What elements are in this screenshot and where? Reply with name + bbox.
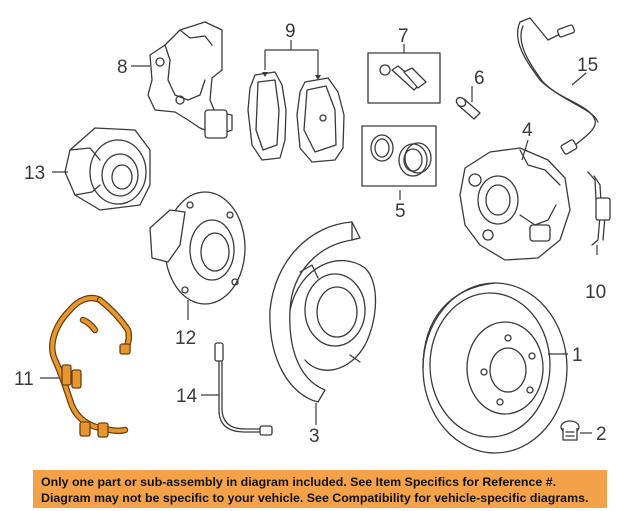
- dust-shield-part: [269, 221, 377, 403]
- callout-7: 7: [398, 26, 409, 47]
- brake-pads-part: [247, 71, 345, 163]
- callout-4: 4: [522, 120, 533, 141]
- highlighted-wear-sensor-part: [49, 294, 133, 438]
- disclaimer-line-1: Only one part or sub-assembly in diagram…: [41, 475, 557, 489]
- callout-5: 5: [395, 201, 406, 222]
- wheel-hub-part: [149, 191, 246, 305]
- callout-14: 14: [176, 386, 198, 407]
- brake-rotor-part: [422, 282, 568, 454]
- callout-1: 1: [572, 345, 583, 366]
- guide-pin-kit-part: [367, 52, 441, 104]
- seal-kit-part: [361, 125, 437, 187]
- callout-3: 3: [309, 426, 320, 447]
- leader-lines: [40, 40, 598, 434]
- anti-rattle-clip-part: [587, 171, 611, 246]
- disclaimer-line-2: Diagram may not be specific to your vehi…: [41, 491, 589, 505]
- brake-caliper-part: [459, 147, 571, 261]
- wear-sensor-lower-part: [214, 342, 273, 436]
- callout-2: 2: [596, 424, 607, 445]
- callout-labels: 8 9 7 6 15 13 4 5 10 12 1 11 14 2 3: [14, 21, 607, 447]
- callout-15: 15: [577, 55, 598, 76]
- wear-sensor-upper-part: [516, 17, 599, 155]
- bolt-part: [455, 96, 481, 120]
- callout-6: 6: [474, 68, 485, 89]
- hub-bearing-part: [64, 127, 151, 211]
- rotor-screw-part: [560, 420, 580, 441]
- callout-11: 11: [14, 369, 34, 390]
- callout-12: 12: [175, 328, 196, 349]
- callout-9: 9: [285, 21, 296, 42]
- callout-10: 10: [585, 282, 606, 303]
- caliper-bracket-part: [147, 21, 233, 139]
- callout-13: 13: [24, 163, 45, 184]
- disclaimer-banner: Only one part or sub-assembly in diagram…: [33, 470, 607, 508]
- callout-8: 8: [117, 57, 128, 78]
